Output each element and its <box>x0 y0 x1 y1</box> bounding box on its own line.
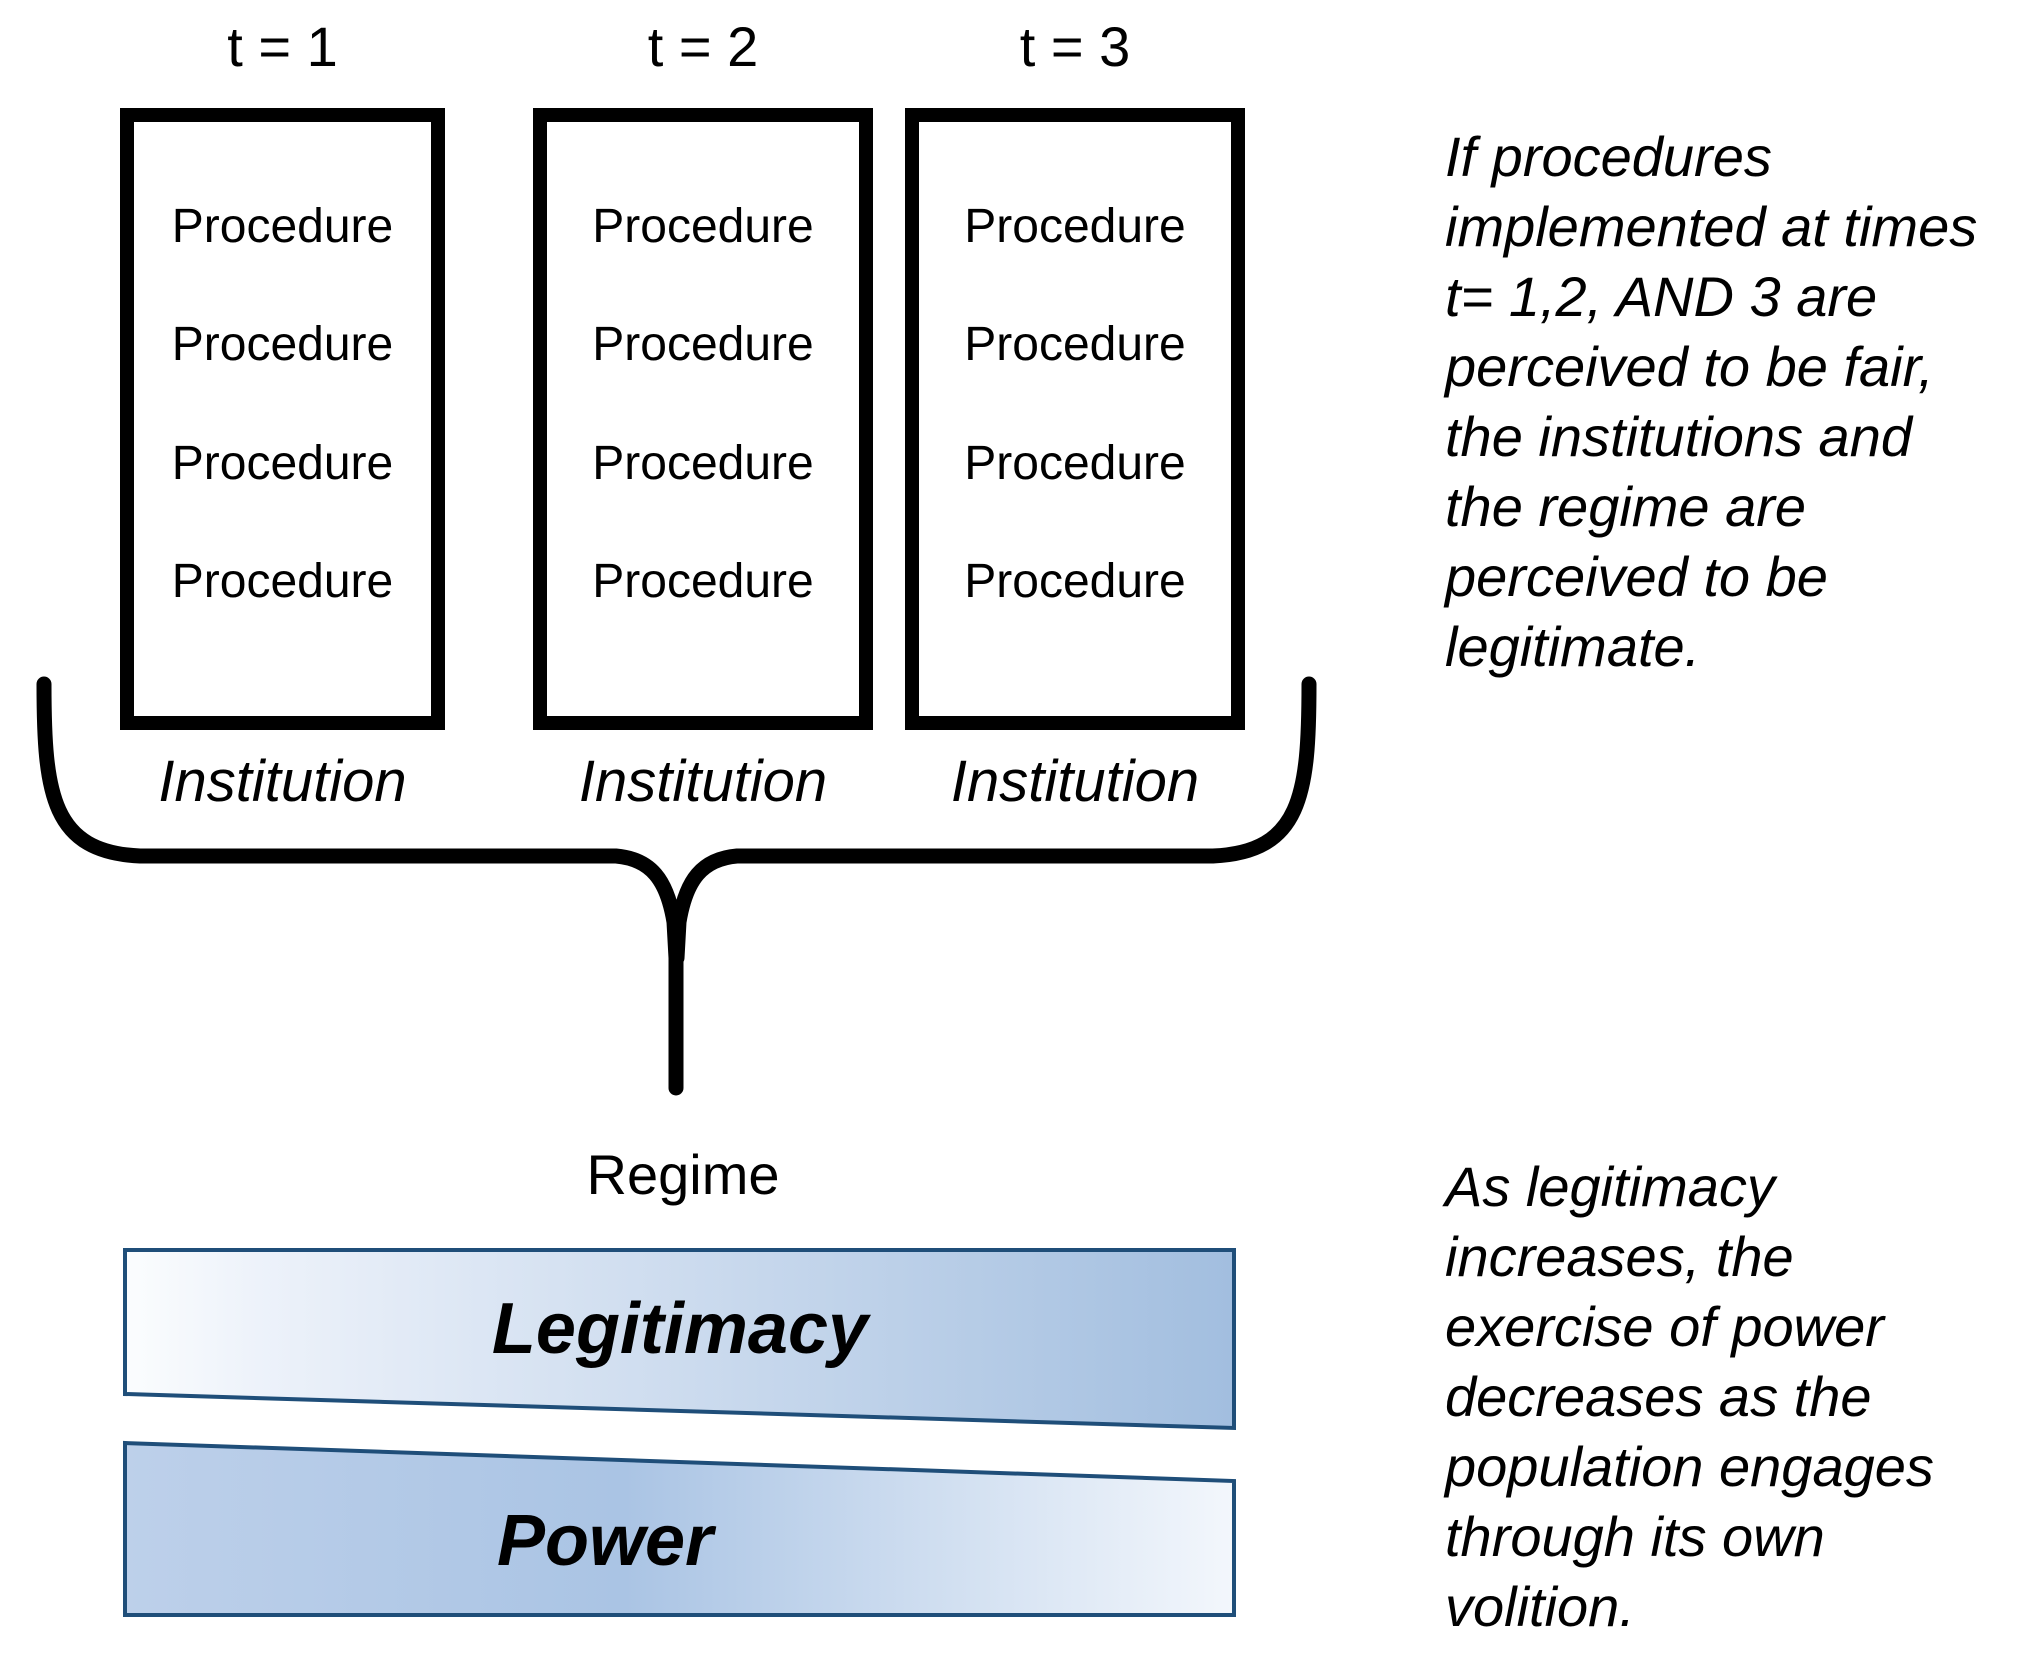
time-label-t1: t = 1 <box>227 15 338 78</box>
procedure-item: Procedure <box>171 437 394 490</box>
procedure-item: Procedure <box>171 555 394 608</box>
institution-box-3: Procedure Procedure Procedure Procedure <box>905 108 1245 730</box>
procedure-item: Procedure <box>964 200 1186 253</box>
grouping-brace <box>36 676 1317 1096</box>
legitimacy-bar-label: Legitimacy <box>491 1289 869 1369</box>
institution-label-3: Institution <box>950 749 1200 814</box>
procedure-item: Procedure <box>592 555 814 608</box>
procedure-item: Procedure <box>592 200 814 253</box>
annotation-power-text: As legitimacy increases, the exercise of… <box>1445 1155 1934 1638</box>
procedure-item: Procedure <box>592 437 814 490</box>
time-label-t3: t = 3 <box>1019 15 1131 78</box>
time-label-t2: t = 2 <box>647 15 759 78</box>
institution-label-1: Institution <box>158 749 407 814</box>
procedure-item: Procedure <box>964 437 1186 490</box>
procedure-item: Procedure <box>171 318 394 371</box>
annotation-legitimacy-text: If procedures implemented at times t= 1,… <box>1445 125 1978 678</box>
procedure-item: Procedure <box>171 200 394 253</box>
institution-label-2: Institution <box>578 749 828 814</box>
institution-box-2: Procedure Procedure Procedure Procedure <box>533 108 873 730</box>
power-bar-label: Power <box>496 1501 714 1581</box>
procedure-item: Procedure <box>592 318 814 371</box>
institution-box-1: Procedure Procedure Procedure Procedure <box>120 108 445 730</box>
procedure-item: Procedure <box>964 555 1186 608</box>
regime-label: Regime <box>586 1143 780 1206</box>
procedure-item: Procedure <box>964 318 1186 371</box>
